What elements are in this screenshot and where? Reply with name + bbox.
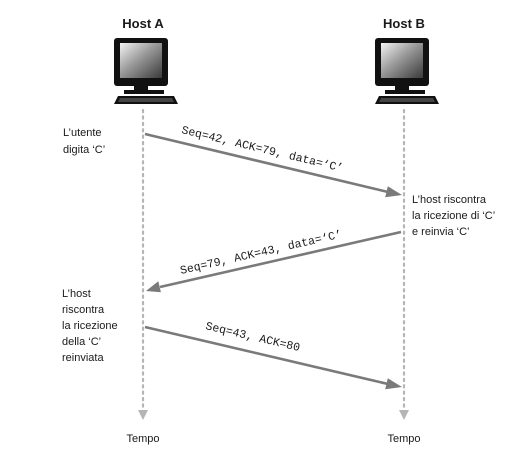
message-3-label: Seq=43, ACK=80 [204, 320, 301, 355]
host-b-computer-icon [375, 38, 439, 104]
host-b-time-label: Tempo [387, 433, 420, 445]
message-1-arrow [144, 132, 389, 194]
message-2-label: Seq=79, ACK=43, data=‘C’ [179, 229, 343, 278]
message-2-arrowhead [146, 281, 161, 293]
message-3-arrow [144, 325, 389, 386]
host-b-label: Host B [383, 16, 425, 31]
host-a-time-label: Tempo [126, 433, 159, 445]
host-b-note-ack-and-echo: L’host riscontra la ricezione di ‘C’ e r… [412, 194, 498, 238]
message-1-arrowhead [385, 186, 402, 198]
host-a-note-user-types: L’utente digita ‘C’ [63, 127, 105, 156]
host-a-timeline-arrowhead [138, 410, 148, 420]
host-a-computer-icon [114, 38, 178, 104]
message-1-label: Seq=42, ACK=79, data=‘C’ [180, 124, 344, 175]
message-3-arrowhead [385, 378, 402, 390]
host-b-timeline-arrowhead [399, 410, 409, 420]
message-2-arrow [159, 230, 402, 289]
host-a-note-ack-echo: L’host riscontra la ricezione della ‘C’ … [62, 288, 121, 364]
host-a-label: Host A [122, 16, 164, 31]
